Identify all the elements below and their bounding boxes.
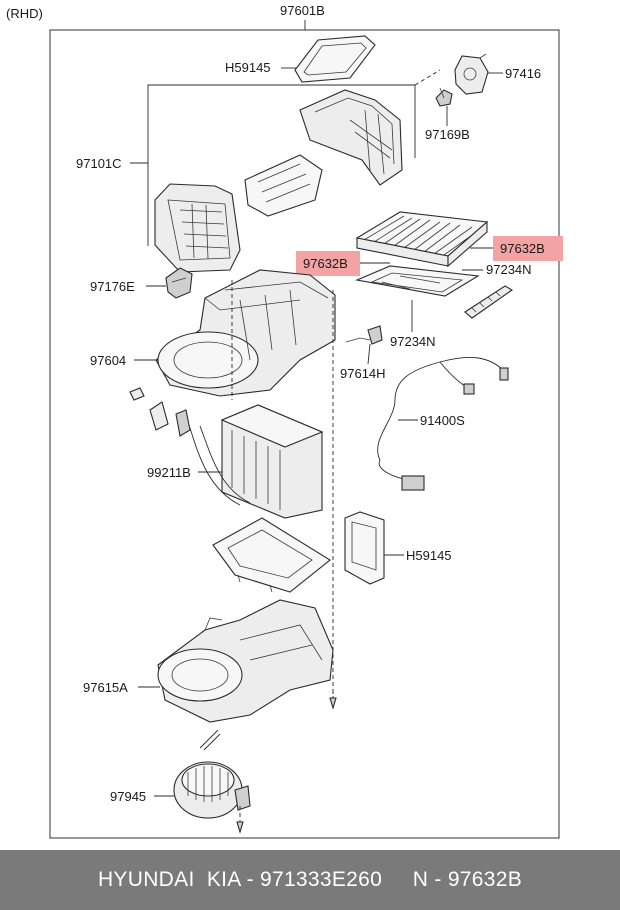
- footer-part-number-text: HYUNDAI KIA - 971333E260 N - 97632B: [97, 868, 523, 891]
- label-91400S: 91400S: [420, 413, 465, 428]
- screw: [199, 729, 221, 751]
- resistor-97614H: [345, 325, 383, 345]
- wiring-harness-91400S: [377, 357, 509, 491]
- upper-case-group-97101C: [147, 69, 441, 273]
- parts-diagram: (RHD) 97601B H59145 97416 97169B: [6, 3, 563, 839]
- label-97945: 97945: [110, 789, 146, 804]
- highlight-97632B-left: [296, 251, 360, 276]
- seal-h59145-mid: [344, 511, 385, 585]
- label-97234N-b: 97234N: [390, 334, 436, 349]
- label-99211B: 99211B: [147, 465, 191, 480]
- blower-motor-97945: [173, 761, 251, 819]
- seal-h59145-top: [294, 35, 376, 83]
- evaporator-99211B: [189, 404, 324, 519]
- linkage-97169B: [435, 87, 453, 107]
- label-97604: 97604: [90, 353, 126, 368]
- label-97632B-right: 97632B: [500, 241, 545, 256]
- label-97176E: 97176E: [90, 279, 135, 294]
- filter-frame-97234N-a: [355, 265, 480, 297]
- part-number-footer: HYUNDAI KIA - 971333E260 N - 97632B: [0, 850, 620, 910]
- label-h59145-mid: H59145: [406, 548, 452, 563]
- label-97169B: 97169B: [425, 127, 470, 142]
- small-gaskets: [129, 387, 191, 437]
- sensor-97176E: [165, 267, 193, 299]
- diagram-frame: [49, 29, 560, 839]
- label-97614H: 97614H: [340, 366, 386, 381]
- label-h59145-top: H59145: [225, 60, 271, 75]
- label-97601B: 97601B: [280, 3, 325, 18]
- cabin-filter-97632B: [355, 211, 489, 268]
- actuator-97416: [454, 53, 489, 95]
- lower-case-97615A: [157, 599, 334, 723]
- drain-tray: [212, 517, 331, 593]
- label-97234N-a: 97234N: [486, 262, 532, 277]
- label-97101C: 97101C: [76, 156, 122, 171]
- highlight-97632B-right: [493, 236, 563, 261]
- label-97615A: 97615A: [83, 680, 128, 695]
- label-97416: 97416: [505, 66, 541, 81]
- filter-clip-97234N-b: [464, 285, 514, 319]
- label-97632B-left: 97632B: [303, 256, 348, 271]
- rhd-label: (RHD): [6, 6, 43, 21]
- middle-housing-97604: [155, 269, 336, 397]
